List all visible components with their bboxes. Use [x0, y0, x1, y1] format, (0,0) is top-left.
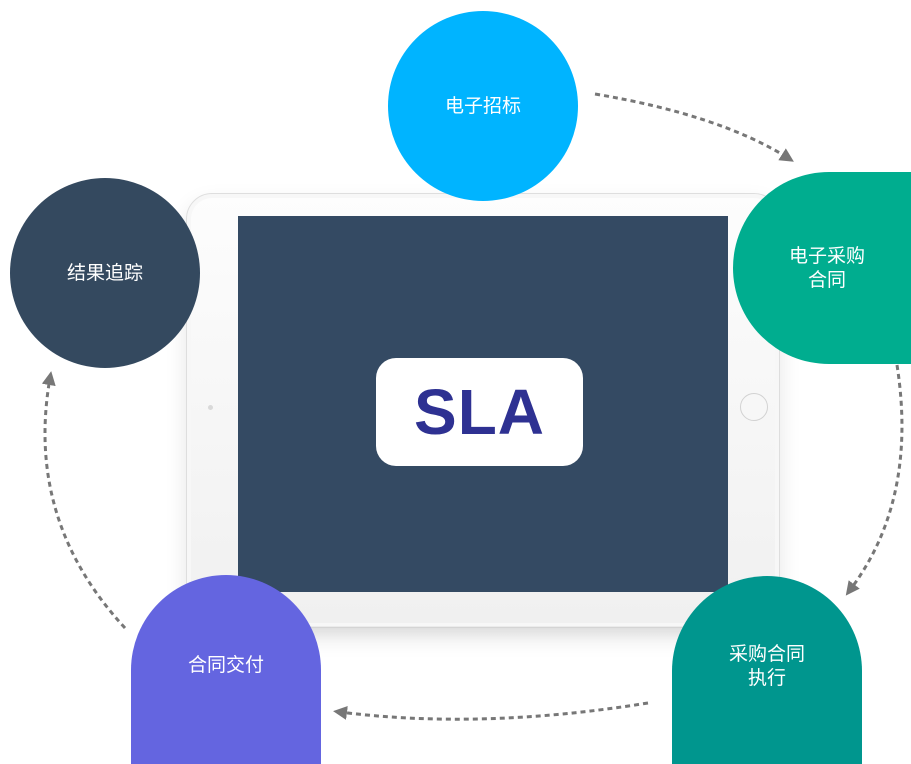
- step-contract-delivery: 合同交付: [131, 575, 321, 764]
- step-tendering: 电子招标: [388, 11, 578, 201]
- tablet-home-button: [740, 393, 768, 421]
- sla-badge: SLA: [376, 358, 583, 466]
- step-purchase-contract-label: 电子采购 合同: [788, 245, 865, 291]
- step-purchase-contract: 电子采购 合同: [733, 172, 911, 364]
- arrow-execution-to-delivery: [333, 701, 649, 721]
- step-contract-execution-label: 采购合同 执行: [728, 643, 805, 689]
- step-contract-execution: 采购合同 执行: [672, 576, 862, 764]
- tablet-reflection: [250, 626, 720, 642]
- tablet-camera: [208, 405, 213, 410]
- arrow-contract-to-execution: [845, 364, 904, 596]
- step-contract-delivery-label: 合同交付: [187, 653, 264, 676]
- step-result-tracking-label: 结果追踪: [66, 262, 143, 284]
- step-tendering-label: 电子招标: [444, 95, 521, 117]
- sla-label: SLA: [414, 376, 545, 448]
- arrow-tendering-to-contract: [594, 92, 794, 162]
- step-result-tracking: 结果追踪: [10, 178, 200, 368]
- arrow-delivery-to-tracking: [41, 371, 127, 630]
